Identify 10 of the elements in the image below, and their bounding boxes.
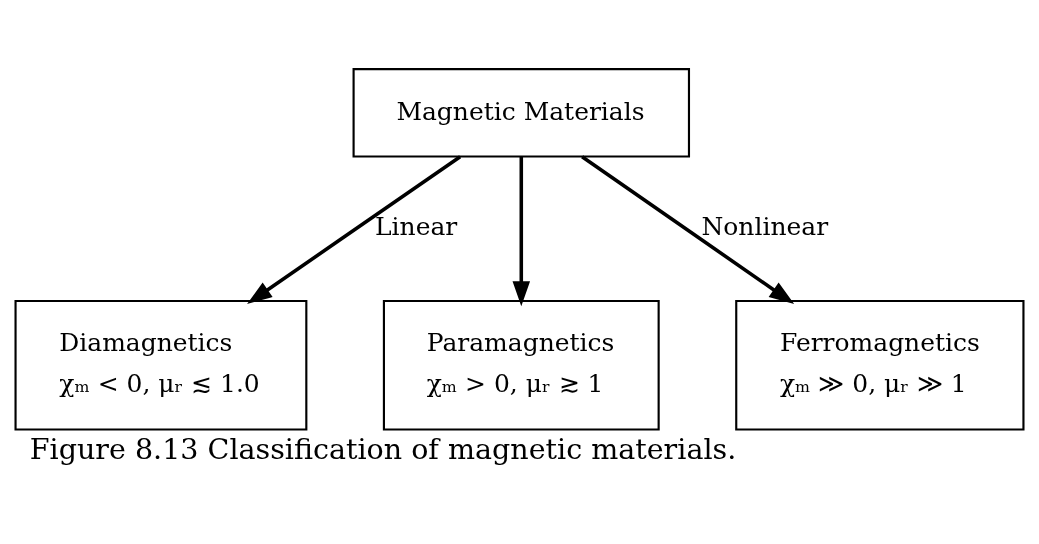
arrow [512,156,531,306]
caption: Figure 8.13 Classification of magnetic materials. [29,432,737,466]
edge-label: Linear [375,211,458,241]
node-box: Diamagnetics χₘ < 0, μᵣ ≲ 1.0 [14,299,308,431]
arrow [581,154,795,304]
arrow [247,154,462,304]
node-box: Paramagnetics χₘ > 0, μᵣ ≳ 1 [382,299,660,431]
node-box: Ferromagnetics χₘ ≫ 0, μᵣ ≫ 1 [735,299,1025,431]
node-box: Magnetic Materials [352,67,691,158]
edge-label: Nonlinear [701,211,829,241]
